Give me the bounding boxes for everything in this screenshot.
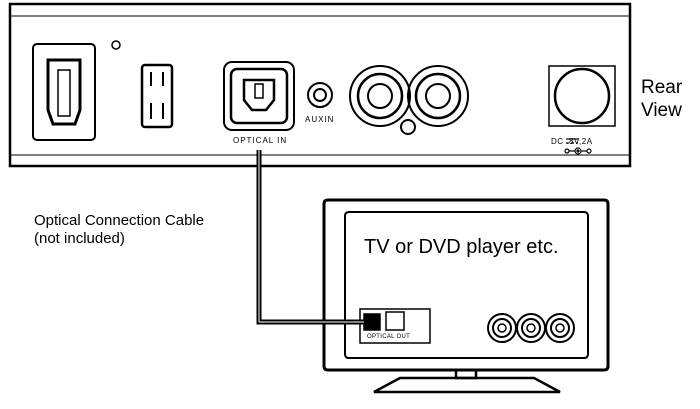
- dc-rating-label: DC .8V,2A: [551, 137, 593, 146]
- optical-in-port-icon: [223, 61, 295, 131]
- dc-power-jack-icon: [548, 65, 616, 127]
- screw-hole-icon: [400, 119, 416, 135]
- aux-in-label: AUXIN: [305, 115, 335, 124]
- usb-port-icon: [140, 63, 174, 129]
- tv-outline: [322, 198, 610, 372]
- rca-jack-right-icon: [407, 65, 469, 127]
- optical-in-label: OPTICAL IN: [233, 136, 288, 145]
- rear-view-label: Rear View: [641, 76, 682, 122]
- aux-in-jack-icon: [307, 82, 333, 108]
- tv-stand: [373, 370, 561, 394]
- cable-label-line1: Optical Connection Cable: [34, 212, 205, 229]
- hdmi-port-icon: [32, 43, 96, 141]
- tv-rca-jack-3-icon: [545, 313, 575, 343]
- indicator-hole-icon: [111, 40, 121, 50]
- rear-view-line2: View: [641, 100, 682, 121]
- device-rear-panel: [8, 2, 632, 168]
- optical-out-port-icon: [359, 308, 431, 344]
- rca-jack-left-icon: [349, 65, 411, 127]
- optical-cable: [256, 150, 364, 325]
- tv-rca-jack-2-icon: [516, 313, 546, 343]
- tv-title: TV or DVD player etc.: [364, 236, 559, 258]
- dc-symbol-icon: [564, 138, 592, 155]
- tv-rca-jack-1-icon: [487, 313, 517, 343]
- cable-label-line2: (not included): [34, 230, 125, 247]
- rear-view-line1: Rear: [641, 77, 683, 98]
- optical-out-label: OPTICAL OUT: [367, 334, 411, 340]
- cable-label: Optical Connection Cable (not included): [34, 212, 204, 248]
